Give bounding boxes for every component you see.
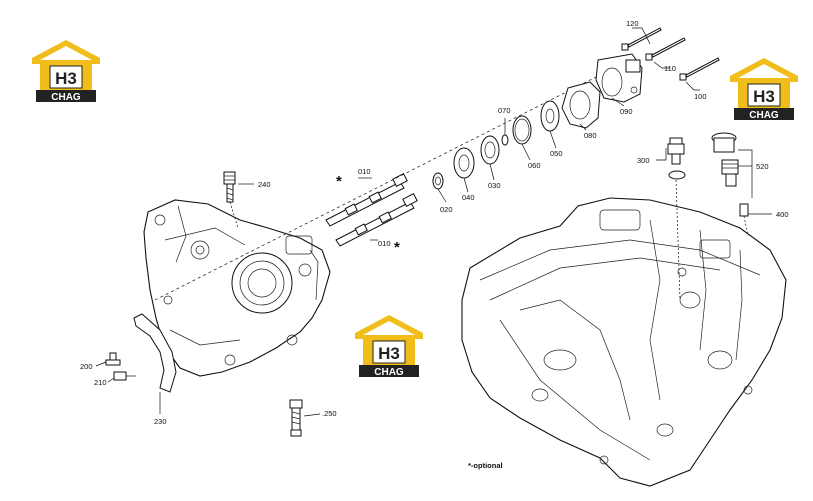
label-210: 210 [94, 378, 107, 387]
fastener-210 [113, 371, 136, 381]
label-520: 520 [756, 162, 769, 171]
gasket-080 [561, 81, 601, 129]
label-300: 300 [637, 156, 650, 165]
label-120: 120 [626, 19, 639, 28]
switch-520 [711, 132, 739, 187]
logo-brand: CHAG [51, 92, 81, 103]
part-labels: 240 .250 230 200 210 010 010 020 040 030… [80, 19, 789, 426]
o-ring-060 [512, 115, 532, 145]
optional-footnote: *-optional [468, 461, 503, 470]
cover-090 [595, 53, 643, 103]
shaft-010-upper [325, 173, 408, 227]
label-200: 200 [80, 362, 93, 371]
ring-070 [501, 134, 509, 146]
label-050: 050 [550, 149, 563, 158]
label-030: 030 [488, 181, 501, 190]
bolt-100 [679, 57, 720, 81]
label-400: 400 [776, 210, 789, 219]
logo-letter: H3 [378, 344, 400, 363]
label-060: 060 [528, 161, 541, 170]
label-240: 240 [258, 180, 271, 189]
label-090: 090 [620, 107, 633, 116]
label-250: .250 [322, 409, 337, 418]
label-040: 040 [462, 193, 475, 202]
optional-star-upper: * [336, 173, 342, 190]
leader-lines [95, 27, 772, 417]
logo-letter: H3 [753, 87, 775, 106]
shaft-010-lower [335, 193, 418, 247]
label-010-upper: 010 [358, 167, 371, 176]
housing-cover-left [143, 199, 331, 377]
fastener-200 [105, 352, 121, 366]
bolt-110 [645, 37, 686, 61]
main-housing-right [461, 197, 787, 487]
optional-star-lower: * [394, 239, 400, 256]
bushing-020 [432, 172, 444, 190]
seal-040 [453, 147, 475, 179]
label-110: 110 [664, 64, 676, 73]
label-230: 230 [154, 417, 167, 426]
assembly-axis-line [154, 74, 601, 301]
label-080: 080 [584, 131, 597, 140]
logo-top-right: H3 CHAG [730, 58, 798, 121]
sensor-300 [667, 137, 686, 301]
logo-center: H3 CHAG [355, 315, 423, 378]
logo-letter: H3 [55, 69, 77, 88]
logo-brand: CHAG [374, 367, 404, 378]
shim-050 [540, 100, 560, 132]
label-100: 100 [694, 92, 707, 101]
screw-250 [289, 399, 303, 437]
screw-240 [223, 171, 239, 229]
pin-400 [739, 203, 749, 237]
label-070: 070 [498, 106, 511, 115]
gasket-230 [133, 313, 177, 393]
logo-top-left: H3 CHAG [32, 40, 100, 103]
label-010-lower: 010 [378, 239, 391, 248]
bolt-120 [621, 27, 662, 51]
label-020: 020 [440, 205, 453, 214]
logo-brand: CHAG [749, 110, 779, 121]
bearing-030 [480, 135, 500, 165]
